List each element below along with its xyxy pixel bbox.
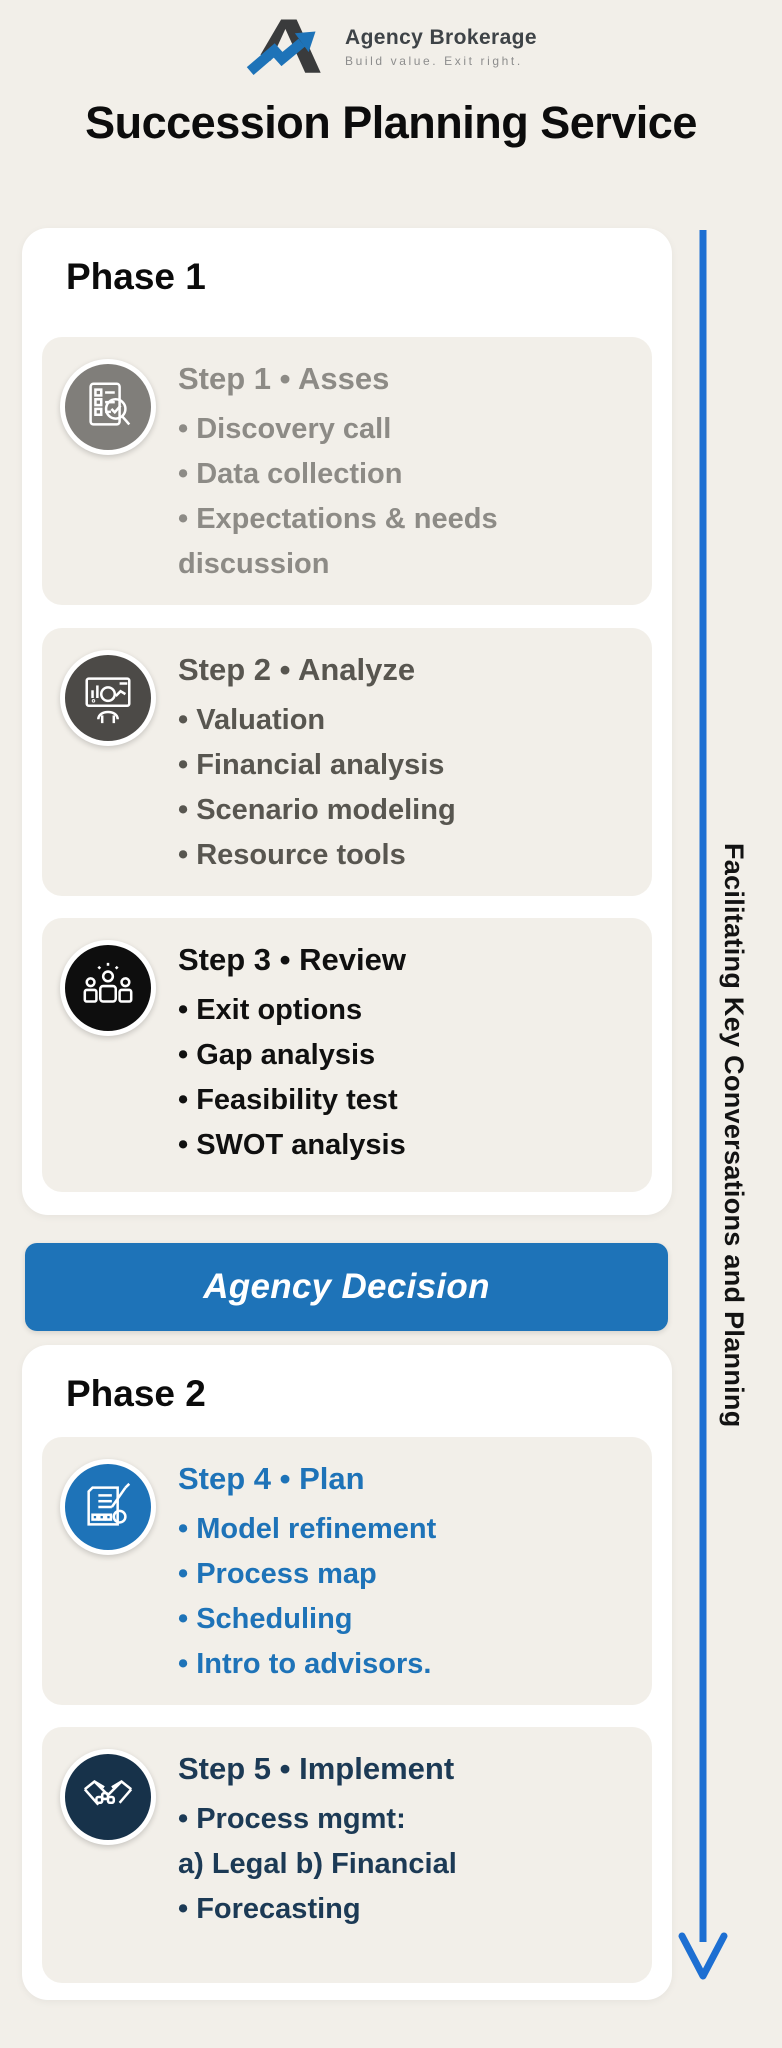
- step-bullet: • Intro to advisors.: [178, 1648, 432, 1680]
- step-2-body: Step 2 • Analyze • Valuation • Financial…: [178, 650, 634, 878]
- step-title: Step 2 • Analyze: [178, 652, 416, 687]
- phase-1-title: Phase 1: [66, 256, 206, 297]
- step-bullet: • Exit options: [178, 994, 363, 1026]
- step-1-icon-circle: [60, 359, 156, 455]
- step-bullet: • Scenario modeling: [178, 794, 456, 826]
- phase-1-card: Phase 1 Step 1 • Asses • Discovery call …: [22, 228, 672, 1215]
- step-1-card: Step 1 • Asses • Discovery call • Data c…: [42, 337, 652, 605]
- step-2-card: Step 2 • Analyze • Valuation • Financial…: [42, 628, 652, 896]
- step-bullet: • Process map: [178, 1558, 377, 1590]
- side-vertical-label: Facilitating Key Conversations and Plann…: [719, 843, 749, 1428]
- team-idea-icon: [83, 962, 133, 1003]
- step-continuation: a) Legal b) Financial: [178, 1848, 457, 1880]
- step-bullet: • Model refinement: [178, 1513, 437, 1545]
- step-bullet: • Gap analysis: [178, 1039, 376, 1071]
- step-5-card: Step 5 • Implement • Process mgmt: a) Le…: [42, 1727, 652, 1983]
- agency-decision-label: Agency Decision: [203, 1267, 490, 1306]
- step-4-icon-circle: [60, 1459, 156, 1555]
- step-bullet: • Valuation: [178, 704, 326, 736]
- step-bullet: • Expectations & needs discussion: [178, 503, 498, 580]
- step-title: Step 4 • Plan: [178, 1461, 365, 1496]
- step-3-body: Step 3 • Review • Exit options • Gap ana…: [178, 940, 634, 1174]
- step-2-icon-circle: [60, 650, 156, 746]
- step-title: Step 1 • Asses: [178, 361, 390, 396]
- phase-2-title: Phase 2: [66, 1373, 206, 1414]
- step-bullet: • Data collection: [178, 458, 403, 490]
- step-bullet: • Forecasting: [178, 1893, 361, 1925]
- step-bullet: • Process mgmt:: [178, 1803, 406, 1835]
- page-title: Succession Planning Service: [85, 97, 697, 148]
- handshake-icon: [83, 1780, 133, 1806]
- step-bullet: • Scheduling: [178, 1603, 353, 1635]
- plan-pencil-icon: [87, 1482, 131, 1526]
- step-title: Step 3 • Review: [178, 942, 406, 977]
- logo-name: Agency Brokerage: [345, 26, 537, 49]
- down-arrow-icon: [678, 230, 728, 1980]
- step-bullet: • Financial analysis: [178, 749, 445, 781]
- agency-decision-banner: Agency Decision: [25, 1243, 668, 1331]
- step-bullet: • Discovery call: [178, 413, 392, 445]
- step-5-icon-circle: [60, 1749, 156, 1845]
- step-bullet: • Feasibility test: [178, 1084, 398, 1116]
- step-1-body: Step 1 • Asses • Discovery call • Data c…: [178, 359, 634, 587]
- step-4-card: Step 4 • Plan • Model refinement • Proce…: [42, 1437, 652, 1705]
- agency-brokerage-a-arrow-logo: [246, 19, 321, 75]
- step-4-body: Step 4 • Plan • Model refinement • Proce…: [178, 1459, 634, 1687]
- step-bullet: • Resource tools: [178, 839, 406, 871]
- step-title: Step 5 • Implement: [178, 1751, 455, 1786]
- step-5-body: Step 5 • Implement • Process mgmt: a) Le…: [178, 1749, 634, 1965]
- step-3-icon-circle: [60, 940, 156, 1036]
- checklist-search-icon: [89, 382, 131, 426]
- step-3-card: Step 3 • Review • Exit options • Gap ana…: [42, 918, 652, 1192]
- logo-text: Agency Brokerage Build value. Exit right…: [345, 26, 537, 68]
- logo-tagline: Build value. Exit right.: [345, 54, 523, 68]
- phase-2-card: Phase 2 Step 4 • Plan • Model refinement…: [22, 1345, 672, 2000]
- logo: Agency Brokerage Build value. Exit right…: [0, 14, 782, 80]
- presenter-chart-icon: [85, 677, 131, 724]
- step-bullet: • SWOT analysis: [178, 1129, 406, 1161]
